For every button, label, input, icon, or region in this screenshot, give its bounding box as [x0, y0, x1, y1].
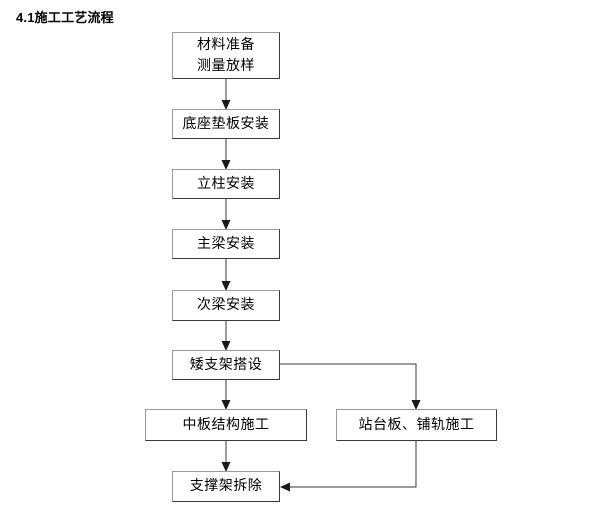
node-column-install[interactable]: 立柱安装: [172, 169, 280, 199]
edge-bracket-to-platform: [280, 363, 421, 410]
node-low-bracket-erection-label: 矮支架搭设: [189, 357, 263, 373]
node-material-prep-line-1: 材料准备: [197, 37, 255, 53]
edge-mainbeam-to-secondarybeam: [221, 259, 231, 291]
node-platform-track-construction-label: 站台板、铺轨施工: [358, 417, 475, 433]
node-support-frame-removal-label: 支撑架拆除: [189, 479, 263, 494]
node-base-plate-install-label: 底座垫板安装: [182, 116, 270, 132]
edge-column-to-mainbeam: [221, 199, 231, 230]
edge-bracket-to-middleslab: [221, 380, 231, 410]
node-secondary-beam-install-label: 次梁安装: [197, 298, 255, 313]
node-secondary-beam-install[interactable]: 次梁安装: [172, 290, 280, 321]
node-main-beam-install-label: 主梁安装: [197, 236, 255, 252]
node-low-bracket-erection[interactable]: 矮支架搭设: [172, 350, 280, 380]
edge-middleslab-to-removal: [221, 441, 231, 472]
edge-platform-to-removal: [280, 441, 417, 492]
node-material-prep-line-2: 测量放样: [197, 58, 255, 74]
page-title: 4.1施工工艺流程: [16, 10, 114, 25]
node-main-beam-install[interactable]: 主梁安装: [172, 229, 280, 259]
node-middle-slab-construction[interactable]: 中板结构施工: [145, 409, 307, 441]
node-support-frame-removal[interactable]: 支撑架拆除: [172, 471, 280, 502]
node-column-install-label: 立柱安装: [197, 176, 255, 192]
node-base-plate-install[interactable]: 底座垫板安装: [172, 109, 280, 139]
node-material-prep[interactable]: 材料准备 测量放样: [172, 32, 280, 79]
edge-baseplate-to-column: [221, 139, 231, 170]
edge-material-to-baseplate: [221, 79, 231, 110]
edge-secondarybeam-to-bracket: [221, 321, 231, 351]
node-platform-track-construction[interactable]: 站台板、铺轨施工: [336, 409, 497, 441]
node-middle-slab-construction-label: 中板结构施工: [182, 417, 270, 433]
